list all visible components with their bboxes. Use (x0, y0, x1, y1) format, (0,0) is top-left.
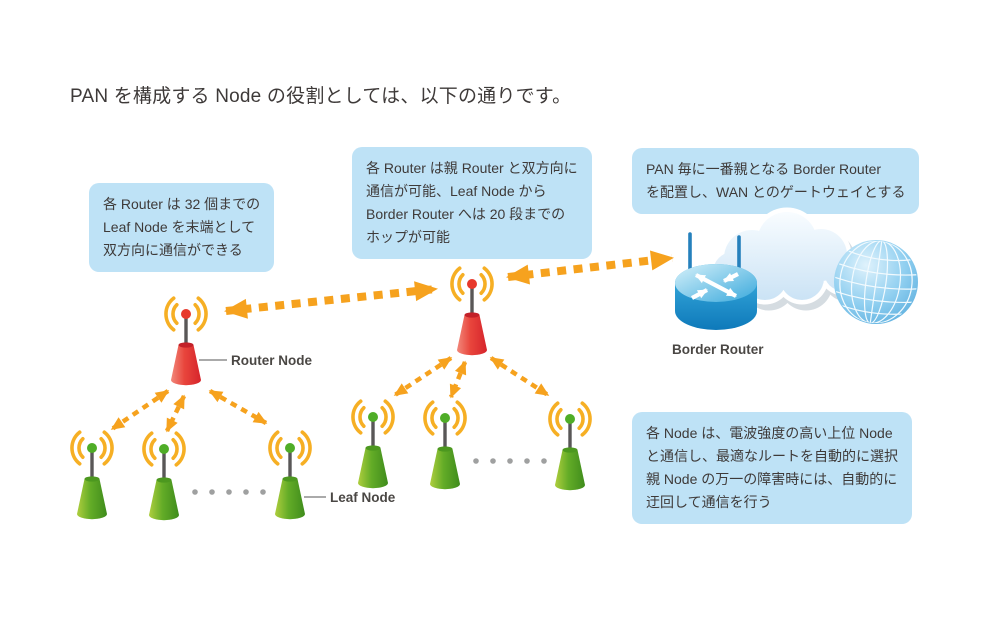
ellipsis-dots-middle (473, 458, 547, 464)
callout-router-hops: 各 Router は親 Router と双方向に 通信が可能、Leaf Node… (352, 147, 592, 259)
ellipsis-dots-left (192, 489, 266, 495)
internet-globe-icon (834, 239, 918, 325)
callout-auto-routing: 各 Node は、電波強度の高い上位 Node と通信し、最適なルートを自動的に… (632, 412, 912, 524)
leaf-node-icon (142, 431, 186, 523)
middle-tree-links (393, 356, 550, 399)
leaf-node-icon (351, 399, 395, 491)
callout-router-capacity: 各 Router は 32 個までの Leaf Node を末端として 双方向に… (89, 183, 275, 272)
leaf-node-label: Leaf Node (330, 490, 396, 505)
router-node-label: Router Node (231, 353, 312, 368)
left-tree-links (110, 389, 268, 433)
callout-border-router-role: PAN 毎に一番親となる Border Router を配置し、WAN とのゲー… (632, 148, 920, 214)
leaf-node-icon (423, 400, 467, 492)
router-cross-arrows-icon (691, 272, 739, 300)
border-router-icon (675, 232, 757, 330)
router-node-icon (164, 296, 208, 388)
page-title: PAN を構成する Node の役割としては、以下の通りです。 (70, 86, 572, 107)
leaf-node-icon (548, 401, 592, 493)
leaf-node-icon (70, 430, 114, 522)
border-router-label: Border Router (672, 342, 764, 357)
link-router-to-router (224, 281, 438, 319)
leaf-node-icon (268, 430, 312, 522)
link-router-to-border-router (506, 250, 674, 285)
router-node-icon (450, 266, 494, 358)
